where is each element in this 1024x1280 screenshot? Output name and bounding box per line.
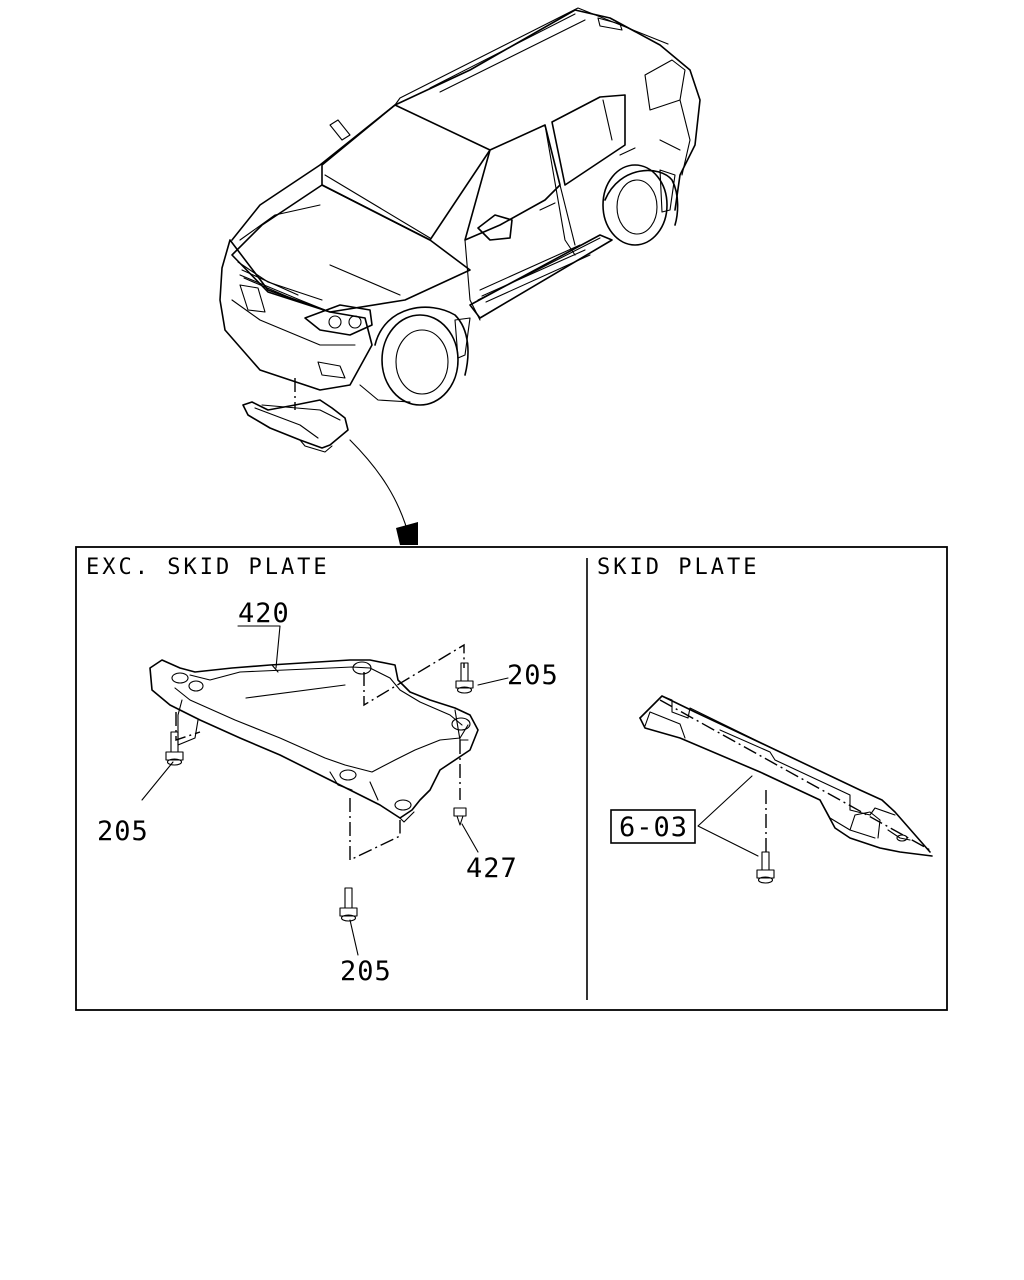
- callout-427: 427: [466, 853, 518, 884]
- bolt-top-right: [455, 662, 474, 694]
- left-panel-title: EXC. SKID PLATE: [86, 555, 330, 580]
- callout-420: 420: [238, 598, 290, 629]
- reference-box-6-03: [610, 809, 696, 844]
- bolt-bottom: [339, 887, 358, 922]
- callout-205-bottom: 205: [340, 956, 392, 987]
- callout-6-03: 6-03: [619, 812, 688, 843]
- right-panel-title: SKID PLATE: [597, 555, 759, 580]
- detail-frame: [75, 546, 948, 1011]
- vehicle-illustration: [219, 7, 701, 545]
- skid-plate-drawing: [610, 695, 933, 884]
- bolt-left: [165, 731, 184, 766]
- callout-205-left: 205: [97, 816, 149, 847]
- under-cover-drawing: [141, 625, 509, 956]
- clip-427: [453, 807, 467, 826]
- callout-205-top-right: 205: [507, 660, 559, 691]
